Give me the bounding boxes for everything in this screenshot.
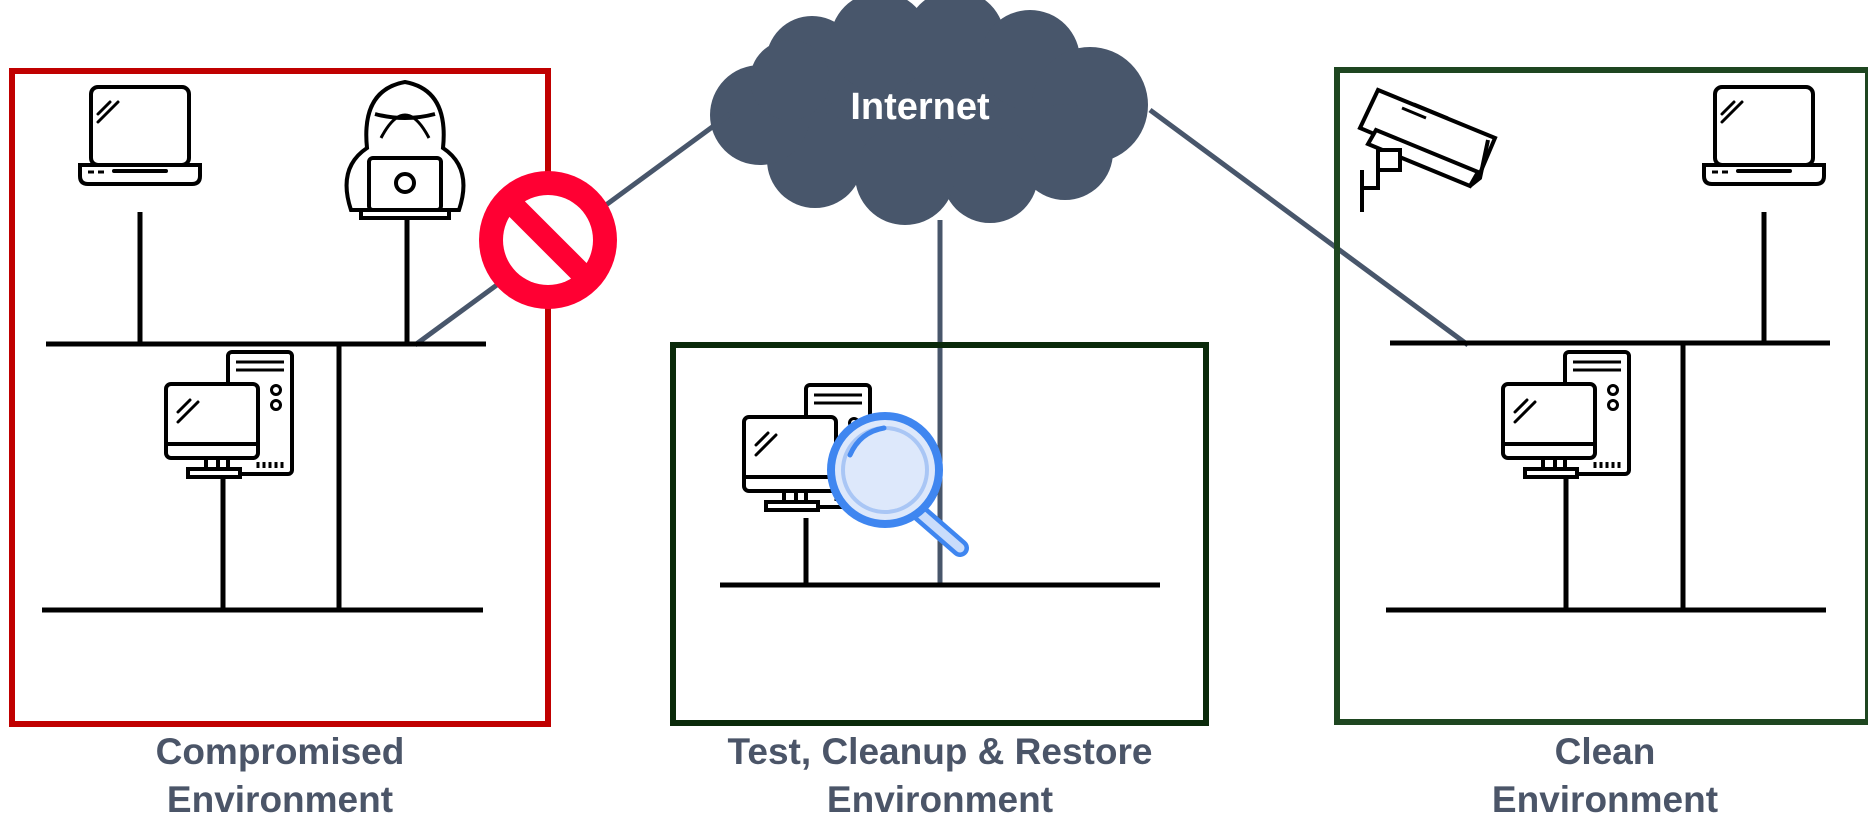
laptop-icon: [78, 85, 202, 186]
compromised-frame: [9, 68, 551, 727]
prohibited-icon: [479, 171, 617, 309]
clean-label-line1: Clean: [1554, 731, 1656, 772]
internet-label: Internet: [850, 86, 990, 128]
clean-environment-label: Clean Environment: [1400, 728, 1810, 824]
compromised-label-line2: Environment: [166, 779, 394, 820]
test-environment-label: Test, Cleanup & Restore Environment: [640, 728, 1240, 824]
laptop-icon: [1702, 85, 1826, 186]
compromised-environment-label: Compromised Environment: [80, 728, 480, 824]
desktop-computer-icon: [1501, 350, 1631, 479]
compromised-environment: [9, 68, 551, 727]
clean-frame: [1334, 67, 1868, 725]
security-camera-icon: [1357, 87, 1498, 212]
hacker-icon: [344, 79, 466, 220]
cloud-icon: [710, 0, 1148, 225]
test-label-line1: Test, Cleanup & Restore: [727, 731, 1153, 772]
test-environment: [670, 342, 1209, 726]
clean-label-line2: Environment: [1491, 779, 1719, 820]
compromised-label-line1: Compromised: [155, 731, 405, 772]
clean-environment: [1334, 67, 1868, 725]
magnifier-icon: [827, 412, 969, 557]
test-label-line2: Environment: [826, 779, 1054, 820]
link-clean: [1148, 107, 1470, 348]
test-frame: [670, 342, 1209, 726]
desktop-computer-icon: [164, 350, 294, 479]
